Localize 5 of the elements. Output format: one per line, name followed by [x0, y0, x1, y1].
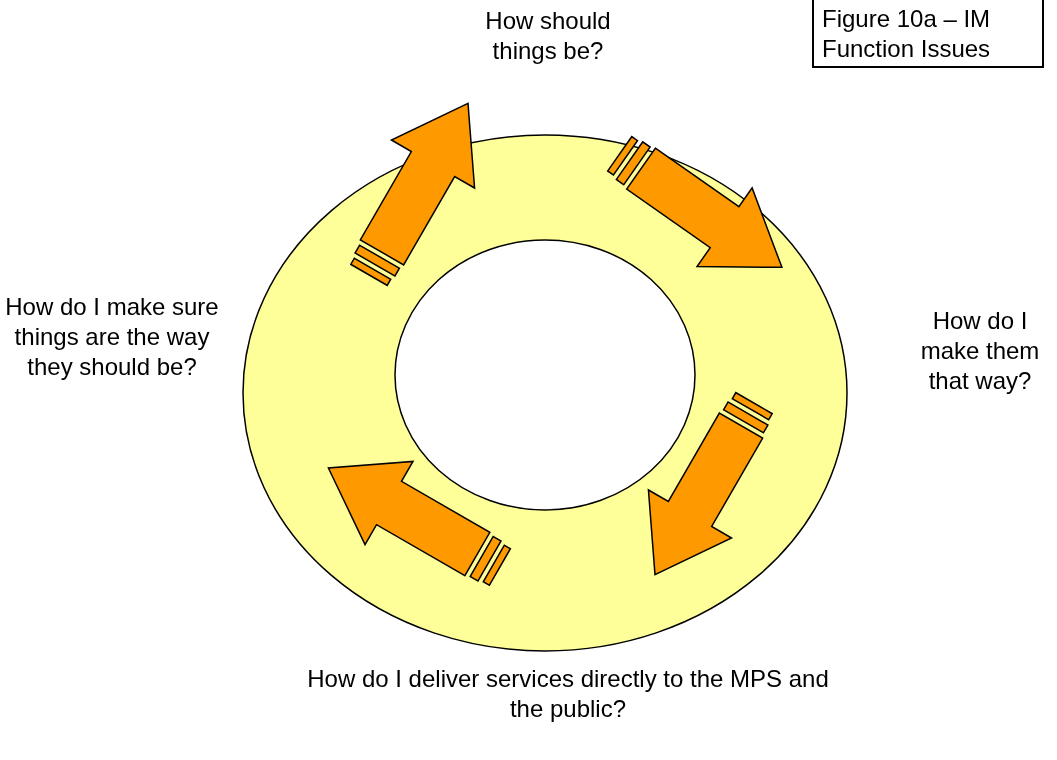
question-text: How should things be?	[484, 6, 612, 66]
question-text: How do I make sure things are the way they should be?	[4, 292, 220, 382]
question-text: How do I deliver services directly to the MPS and the public?	[306, 664, 830, 724]
question-text: How do I make them that way?	[919, 306, 1041, 396]
figure-title: Figure 10a – IM Function Issues	[812, 0, 1044, 68]
